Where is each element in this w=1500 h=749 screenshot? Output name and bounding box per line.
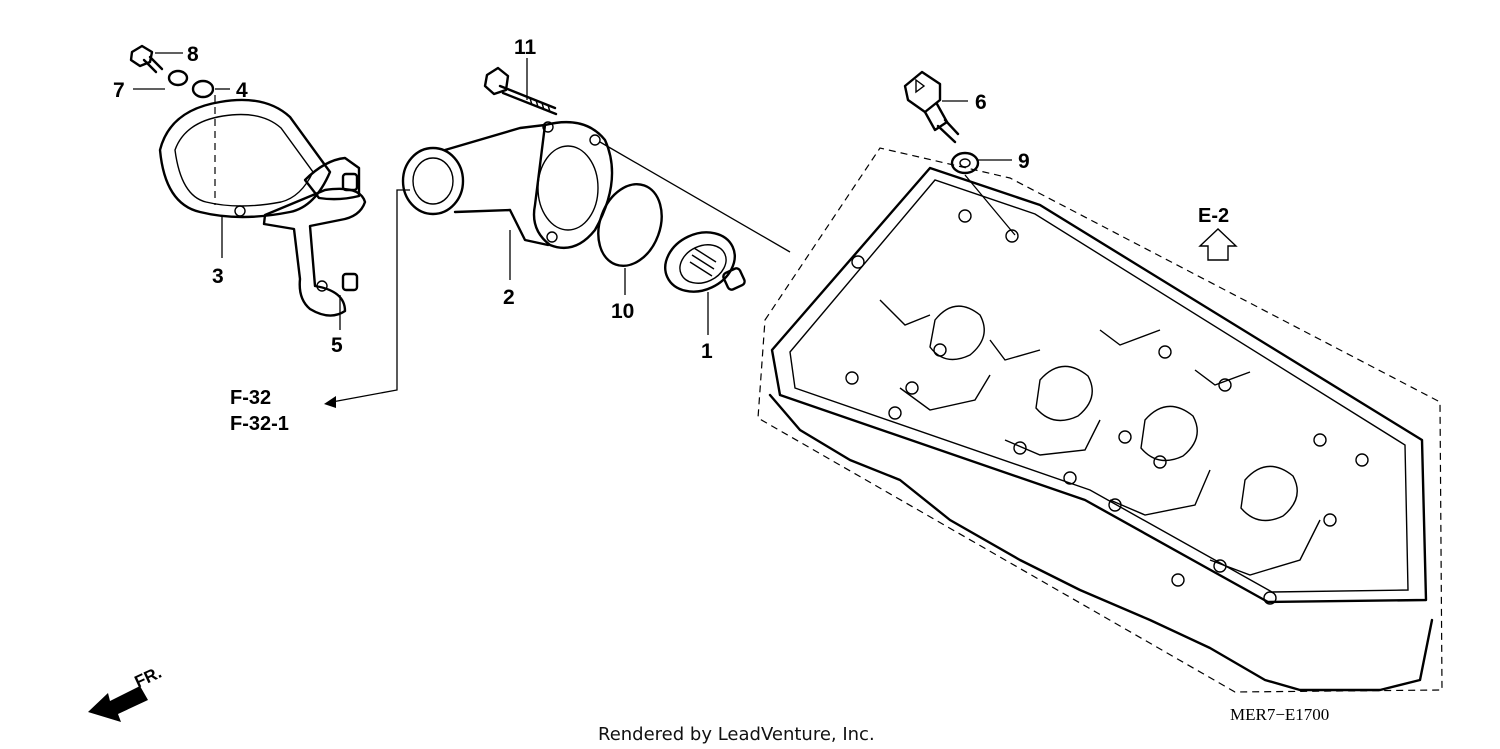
bolt-part-11 bbox=[483, 66, 558, 116]
temperature-sensor-part-6 bbox=[903, 70, 960, 144]
front-direction-arrow bbox=[88, 686, 148, 722]
reference-f32: F-32 bbox=[230, 387, 271, 409]
grommet-part-4 bbox=[191, 79, 215, 99]
washer-part-9 bbox=[950, 151, 980, 175]
thermostat-part-1 bbox=[664, 231, 746, 293]
callout-4: 4 bbox=[236, 79, 248, 102]
callout-3: 3 bbox=[212, 265, 224, 288]
front-label: FR. bbox=[132, 663, 165, 692]
bracket-part-5 bbox=[262, 156, 367, 317]
reference-f32-1: F-32-1 bbox=[230, 413, 289, 435]
bolt-part-8 bbox=[129, 44, 164, 74]
callout-10: 10 bbox=[611, 300, 634, 323]
callout-8: 8 bbox=[187, 43, 199, 66]
leader-lines bbox=[133, 52, 1016, 408]
callout-6: 6 bbox=[975, 91, 987, 114]
callout-2: 2 bbox=[503, 286, 515, 309]
e2-direction-arrow bbox=[1198, 228, 1238, 261]
o-ring-part-10 bbox=[597, 183, 663, 267]
diagram-code: MER7−E1700 bbox=[1230, 705, 1329, 724]
callout-7: 7 bbox=[113, 79, 125, 102]
credit-line: Rendered by LeadVenture, Inc. bbox=[598, 724, 875, 745]
bracket-part-3 bbox=[158, 95, 332, 219]
callout-9: 9 bbox=[1018, 150, 1030, 173]
collar-part-7 bbox=[167, 69, 189, 87]
cylinder-head bbox=[757, 147, 1443, 693]
reference-e2: E-2 bbox=[1198, 205, 1229, 227]
callout-5: 5 bbox=[331, 334, 343, 357]
callout-1: 1 bbox=[701, 340, 713, 363]
callout-11: 11 bbox=[514, 36, 537, 59]
thermostat-case-part-2 bbox=[401, 121, 614, 250]
